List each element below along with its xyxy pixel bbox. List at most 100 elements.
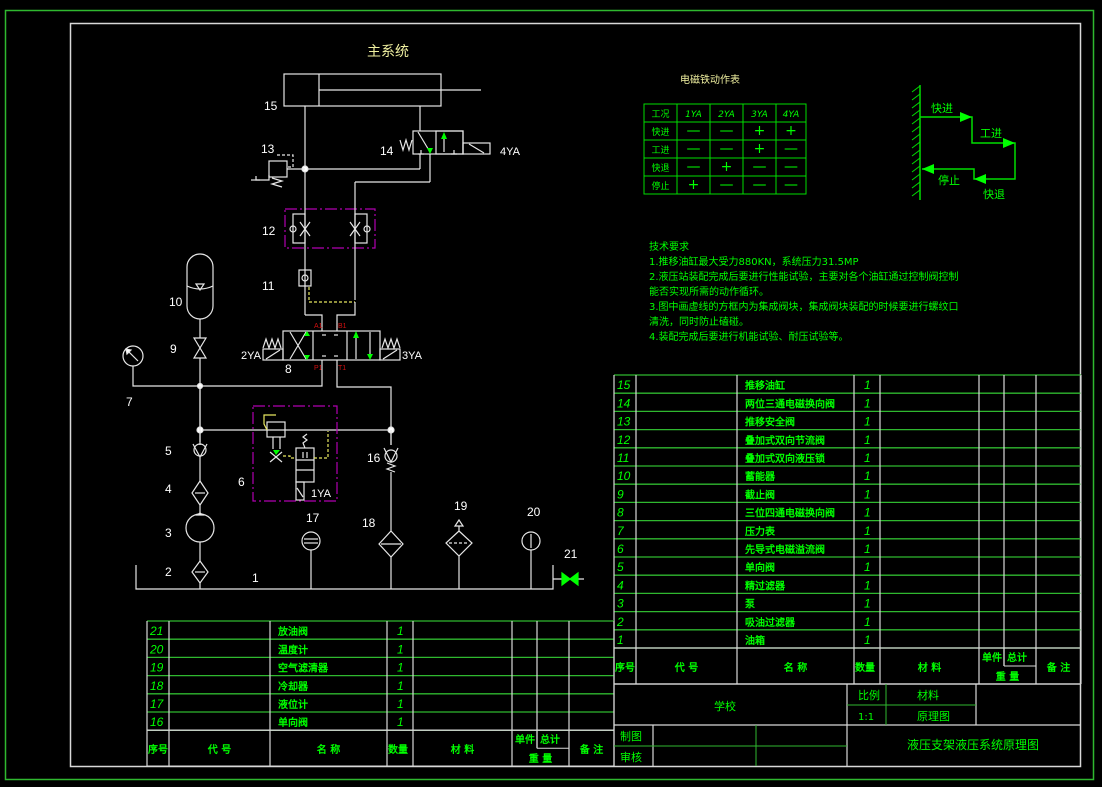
filter-4 <box>191 479 209 507</box>
cycle-fast-return-label: 快退 <box>983 188 1005 201</box>
action-table-cell: — <box>753 159 767 175</box>
bom-header-name: 名 称 <box>317 743 340 756</box>
throttle-block-12 <box>284 208 376 249</box>
bom-header: 序号代 号名 称数量材 料单件总计重 量备 注 <box>615 651 1070 683</box>
action-table-cell: + <box>688 177 700 193</box>
bom-header-unit: 单件 <box>982 651 1002 664</box>
bom-row-name: 精过滤器 <box>745 579 786 592</box>
bom-row-qty: 1 <box>864 487 871 501</box>
cycle-work-feed-label: 工进 <box>980 127 1002 140</box>
bom-row-name: 油箱 <box>745 634 765 647</box>
bom-row-qty: 1 <box>864 433 871 447</box>
action-table-cell: — <box>720 141 734 157</box>
bom-row-qty: 1 <box>397 697 404 711</box>
bom-row-qty: 1 <box>397 624 404 638</box>
bom-row-name: 空气滤清器 <box>278 662 329 675</box>
bom-row-number: 10 <box>617 469 631 483</box>
label-17: 17 <box>306 511 320 525</box>
accumulator-10 <box>186 253 214 320</box>
bom-row-qty: 1 <box>397 642 404 656</box>
action-table-header: 1YA <box>685 110 702 120</box>
bom-row-number: 9 <box>617 487 624 501</box>
bom-row-name: 液位计 <box>278 698 308 711</box>
label-16: 16 <box>367 451 381 465</box>
cycle-fast-forward-label: 快进 <box>931 102 953 115</box>
label-3: 3 <box>165 526 172 540</box>
action-table-cell: + <box>785 123 797 139</box>
label-21: 21 <box>564 547 578 561</box>
bom-row-number: 18 <box>150 679 164 693</box>
bom-row-name: 先导式电磁溢流阀 <box>745 543 825 556</box>
bom-row-name: 温度计 <box>278 643 308 656</box>
bom-header-material: 材 料 <box>451 743 474 756</box>
bom-header-remark: 备 注 <box>1046 661 1070 674</box>
action-table-header: 3YA <box>751 110 768 120</box>
check-valve-16 <box>383 447 399 473</box>
bom-header-code: 代 号 <box>674 661 698 674</box>
label-8: 8 <box>285 362 292 376</box>
bom-row-name: 吸油过滤器 <box>745 616 796 629</box>
solenoid-1ya: 1YA <box>311 488 332 500</box>
bom-row-number: 21 <box>149 624 163 638</box>
action-table-cell: — <box>753 177 767 193</box>
bom-row-number: 7 <box>617 524 625 538</box>
action-table-cell: — <box>784 177 798 193</box>
cylinder-15 <box>283 73 481 107</box>
bom-row-number: 6 <box>617 542 624 556</box>
bom-row-number: 4 <box>617 578 624 592</box>
bom-row-name: 推移油缸 <box>745 379 785 392</box>
tech-requirements: 技术要求 1.推移油缸最大受力880KN，系统压力31.5MP 2.液压站装配完… <box>649 240 959 343</box>
action-table-cell: — <box>687 123 701 139</box>
bom-row-name: 单向阀 <box>745 561 775 574</box>
bom-row-name: 冷却器 <box>278 680 309 693</box>
throttle-valve-left <box>289 213 311 244</box>
tech-line: 1.推移油缸最大受力880KN，系统压力31.5MP <box>649 255 859 268</box>
pressure-gauge-7 <box>122 345 144 367</box>
action-table-cell: — <box>687 141 701 157</box>
bom-header-no: 序号 <box>615 661 635 674</box>
bom-row-qty: 1 <box>864 451 871 465</box>
action-table-title: 电磁铁动作表 <box>680 73 740 86</box>
suction-filter-2 <box>191 559 209 585</box>
bom-row-qty: 1 <box>864 469 871 483</box>
action-table-cell: — <box>720 123 734 139</box>
bom-row-number: 15 <box>617 378 631 392</box>
bom-header-remark: 备 注 <box>579 743 603 756</box>
solenoid-3ya: 3YA <box>402 350 423 362</box>
cooler-18 <box>378 530 404 558</box>
bom-row-qty: 1 <box>864 597 871 611</box>
bom-row-name: 三位四通电磁换向阀 <box>745 507 835 520</box>
bom-row-number: 14 <box>617 396 631 410</box>
throttle-valve-right <box>349 213 371 244</box>
air-filter-19 <box>445 518 473 557</box>
schematic-title: 主系统 <box>367 44 409 60</box>
relief-block-6 <box>252 405 338 502</box>
bom-row-qty: 1 <box>864 506 871 520</box>
label-13: 13 <box>261 142 275 156</box>
bom-row-qty: 1 <box>864 633 871 647</box>
bom-row-qty: 1 <box>864 396 871 410</box>
bom-row-qty: 1 <box>864 615 871 629</box>
component-labels: 15 14 13 12 11 10 9 8 7 6 5 4 3 2 1 16 1… <box>126 99 578 585</box>
label-19: 19 <box>454 499 468 513</box>
valve-14 <box>399 130 491 155</box>
bom-header-code: 代 号 <box>207 743 231 756</box>
bom-row-number: 19 <box>150 661 164 675</box>
school-name: 学校 <box>714 699 736 713</box>
solenoid-2ya: 2YA <box>241 350 262 362</box>
bom-row-name: 推移安全阀 <box>745 416 795 429</box>
action-table-cell: 工进 <box>651 145 669 156</box>
bom-row-number: 13 <box>617 415 631 429</box>
bom-header-qty: 数量 <box>388 743 408 756</box>
scale-label: 比例 <box>858 688 880 702</box>
